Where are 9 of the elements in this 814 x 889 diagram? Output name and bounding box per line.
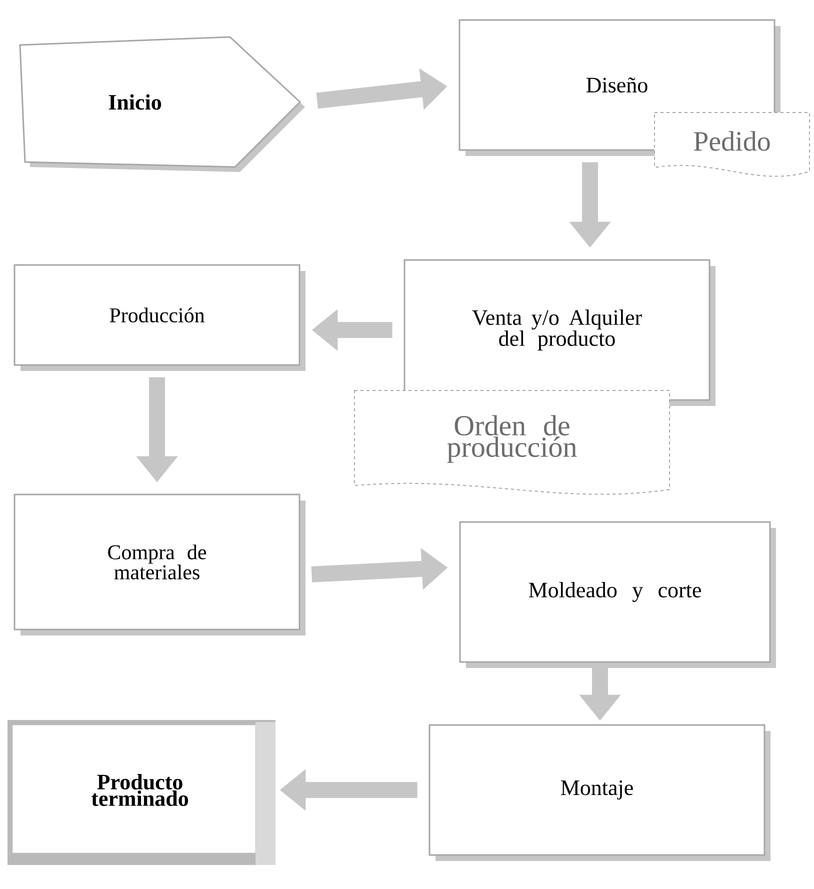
process-box: Compra de materiales: [14, 494, 306, 636]
bevel-box: Producto terminado: [8, 720, 276, 865]
process-box: Producción: [14, 264, 306, 371]
node-label: Pedido: [694, 131, 770, 151]
note-box: Orden de producción: [354, 390, 670, 495]
note-box: Pedido: [654, 112, 810, 177]
process-box: Moldeado y corte: [459, 521, 776, 668]
process-box: Venta y/o Alquiler del producto: [404, 259, 716, 406]
process-box: Montaje: [428, 724, 770, 861]
